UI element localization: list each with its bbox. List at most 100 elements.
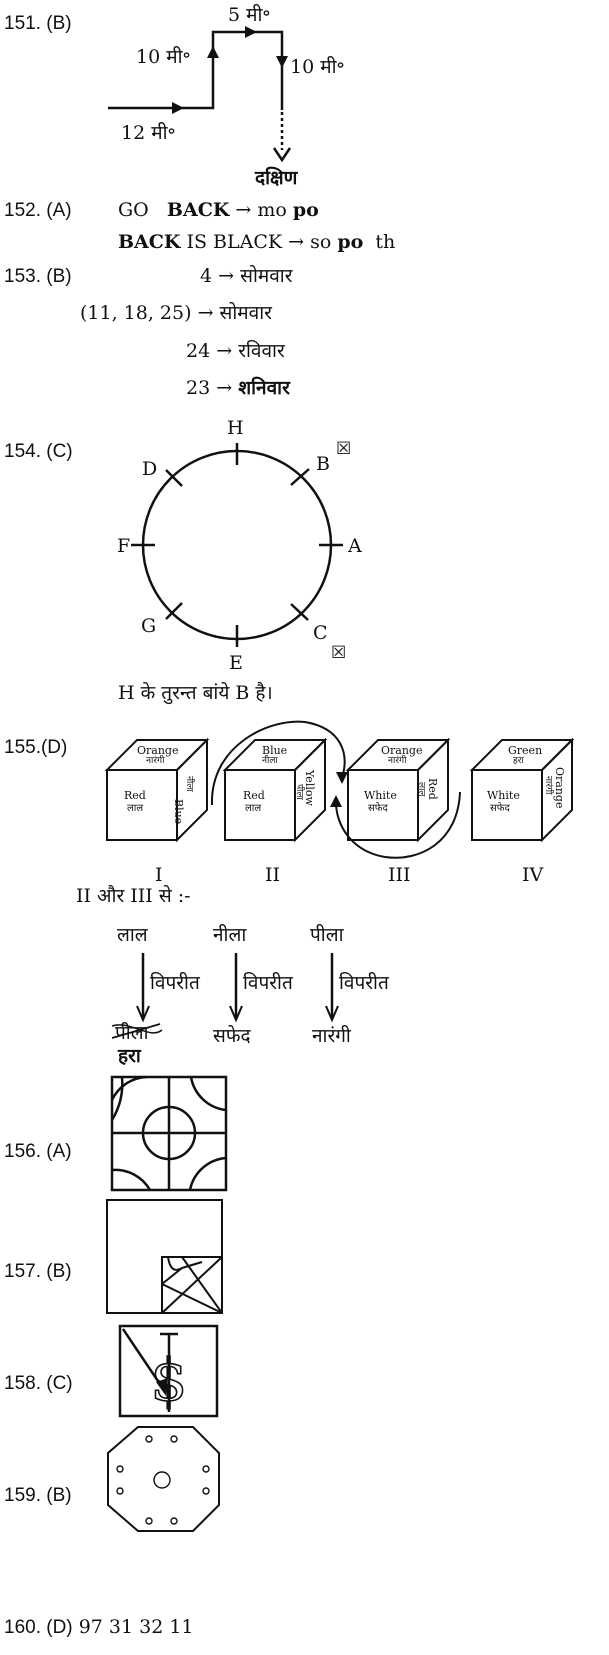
cube-roman: I — [155, 864, 163, 886]
q153-arrow: → — [197, 302, 214, 324]
q153-num: 4 — [200, 265, 213, 287]
cube-top-en: Green — [508, 744, 543, 757]
q152-l1-b: BACK — [166, 199, 230, 221]
q155-strike-marks — [111, 1023, 163, 1039]
q151-dist-left: 10 मी॰ — [136, 46, 191, 68]
q153-line-2: 24 → रविवार — [186, 342, 285, 361]
cube-side-en: Blue — [172, 799, 185, 825]
q154-point-D: D — [142, 458, 158, 480]
q155-rel-3: विपरीत — [339, 972, 389, 994]
q153-arrow: → — [216, 340, 233, 362]
cube-side-hi: नारंगी — [543, 776, 553, 795]
q152-l1-a: GO — [118, 199, 149, 221]
cube-roman: II — [265, 864, 281, 886]
q151-label: 151. (B) — [4, 13, 72, 34]
q157-label: 157. (B) — [4, 1261, 72, 1282]
q155-to-white: सफेद — [213, 1025, 251, 1047]
q151-direction: दक्षिण — [255, 167, 298, 189]
q151-dist-top: 5 मी॰ — [228, 4, 271, 26]
q155-to-green: हरा — [118, 1045, 141, 1067]
cube-front-en: Red — [124, 789, 146, 802]
cube-side-hi: लाल — [416, 782, 426, 797]
q154-point-E: E — [229, 652, 243, 674]
q160-values: 97 31 32 11 — [78, 1616, 194, 1638]
q153-day: सोमवार — [240, 265, 293, 287]
cube-top-en: Orange — [137, 744, 179, 757]
q155-to-orange: नारंगी — [312, 1025, 351, 1047]
q156-label: 156. (A) — [4, 1141, 72, 1162]
q158-figure: $ — [118, 1324, 219, 1418]
q154-cross-C-icon: ☒ — [331, 643, 347, 663]
q155-opposites-arrows — [136, 953, 339, 1023]
cube-front-en: Red — [243, 789, 265, 802]
q154-conclusion: H के तुरन्त बांये B है। — [118, 682, 273, 704]
q152-l2-b: IS BLACK — [186, 231, 283, 253]
q154-point-G: G — [141, 615, 157, 637]
cube-front-hi: लाल — [245, 803, 262, 814]
cube-side-hi: पीला — [294, 784, 304, 800]
q154-point-H: H — [227, 417, 244, 439]
q152-l2-a: BACK — [118, 231, 181, 253]
q151-path-diagram — [108, 26, 292, 163]
q153-line-1: (11, 18, 25) → सोमवार — [80, 304, 272, 323]
q153-num: 24 — [186, 340, 211, 362]
q152-line2: BACK IS BLACK → so po th — [118, 233, 395, 252]
q158-symbol: $ — [151, 1346, 188, 1414]
q152-label: 152. (A) — [4, 200, 72, 221]
cube-front-hi: लाल — [127, 803, 144, 814]
q153-line-0: 4 → सोमवार — [200, 267, 293, 286]
q152-l2-d: po — [337, 231, 364, 253]
q152-l2-arrow: → — [288, 231, 305, 253]
cube-top-en: Blue — [262, 744, 288, 757]
q155-from-text: II और III से :- — [76, 885, 191, 907]
cube-top-hi: नीला — [262, 756, 278, 766]
q155-cubes-diagram — [104, 720, 575, 859]
q155-from-yellow: पीला — [310, 924, 344, 946]
q154-circle-diagram — [131, 443, 343, 647]
q156-figure — [110, 1075, 228, 1192]
q155-rel-1: विपरीत — [150, 972, 200, 994]
cube-front-hi: सफेद — [368, 803, 388, 814]
q154-point-C: C — [313, 622, 328, 644]
q152-l1-arrow: → — [235, 199, 252, 221]
cube-side-en: Yellow — [303, 770, 316, 806]
q153-arrow: → — [218, 265, 235, 287]
q155-from-blue: नीला — [213, 924, 247, 946]
q151-dist-right: 10 मी॰ — [290, 56, 345, 78]
q160-label: 160. (D) — [4, 1617, 73, 1638]
cube-roman: IV — [522, 864, 544, 886]
q153-day: सोमवार — [219, 302, 272, 324]
q153-arrow: → — [216, 377, 233, 399]
cube-side-hi: नीला — [184, 776, 194, 792]
cube-top-hi: नारंगी — [146, 756, 165, 766]
q154-cross-B-icon: ☒ — [336, 439, 352, 459]
q154-label: 154. (C) — [4, 441, 73, 462]
q155-label: 155.(D) — [4, 737, 68, 758]
cube-side-en: Orange — [553, 767, 566, 809]
q157-figure — [106, 1199, 223, 1314]
cube-front-en: White — [487, 789, 520, 802]
cube-front-en: White — [364, 789, 397, 802]
q159-label: 159. (B) — [4, 1485, 72, 1506]
cube-side-en: Red — [426, 778, 439, 800]
cube-top-hi: नारंगी — [388, 756, 407, 766]
q152-l1-d: po — [292, 199, 319, 221]
cube-top-en: Orange — [381, 744, 423, 757]
q151-dist-bottom: 12 मी॰ — [121, 122, 176, 144]
q152-l2-e: th — [375, 231, 396, 253]
q154-point-F: F — [117, 535, 131, 557]
cube-top-hi: हरा — [513, 756, 524, 766]
q152-line1: GO BACK → mo po — [118, 201, 319, 220]
q155-from-red: लाल — [117, 924, 148, 946]
q159-figure — [107, 1426, 220, 1532]
q153-label: 153. (B) — [4, 266, 72, 287]
q158-label: 158. (C) — [4, 1373, 73, 1394]
q153-day: शनिवार — [238, 377, 290, 399]
q152-l1-c: mo — [257, 199, 287, 221]
q153-num: (11, 18, 25) — [80, 302, 192, 324]
q153-line-3: 23 → शनिवार — [186, 379, 290, 398]
cube-roman: III — [388, 864, 411, 886]
cube-front-hi: सफेद — [490, 803, 510, 814]
q154-point-B: B — [316, 453, 330, 475]
q152-l2-c: so — [310, 231, 332, 253]
